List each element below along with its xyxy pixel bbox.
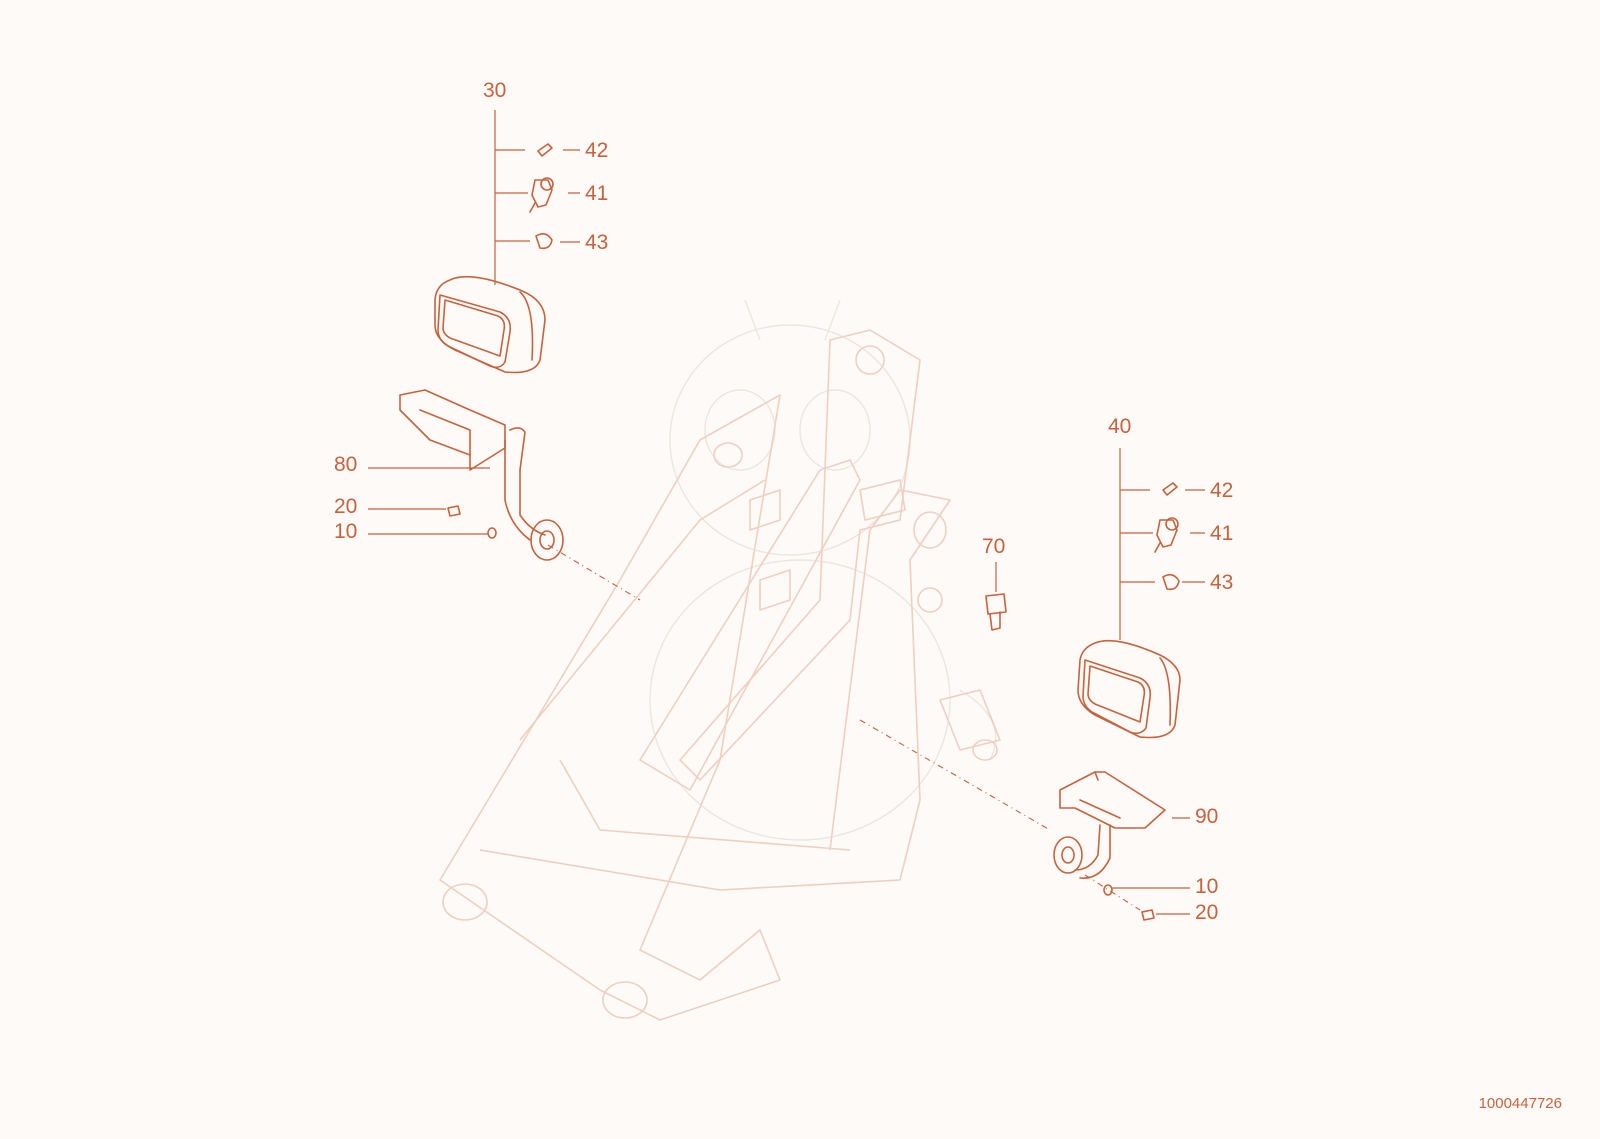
callout-20-right: 20: [1195, 901, 1219, 924]
callout-80: 80: [334, 453, 358, 476]
callout-70: 70: [982, 535, 1006, 558]
callout-10-left: 10: [334, 520, 358, 543]
callout-42-left: 42: [585, 139, 609, 162]
callout-43-right: 43: [1210, 571, 1234, 594]
callout-41-left: 41: [585, 182, 609, 205]
callout-41-right: 41: [1210, 522, 1234, 545]
fasteners-right: [859, 719, 1190, 921]
connector: [985, 562, 1007, 631]
callout-20-left: 20: [334, 495, 358, 518]
callout-42-right: 42: [1210, 479, 1234, 502]
document-number: 1000447726: [1478, 1095, 1562, 1112]
work-light-left: [434, 110, 546, 374]
fasteners-left: [368, 505, 641, 601]
watermark-mascot: [649, 299, 997, 841]
callout-30: 30: [483, 79, 507, 102]
callout-90: 90: [1195, 805, 1219, 828]
work-light-right: [1077, 448, 1181, 739]
bulb-parts-right: [1154, 482, 1205, 591]
callout-40: 40: [1108, 415, 1132, 438]
callout-10-right: 10: [1195, 875, 1219, 898]
bracket-right: [1053, 771, 1190, 879]
callout-43-left: 43: [585, 231, 609, 254]
loader-arm-frame: [439, 329, 1001, 1021]
bulb-parts-left: [529, 143, 580, 250]
bracket-left: [368, 389, 564, 561]
